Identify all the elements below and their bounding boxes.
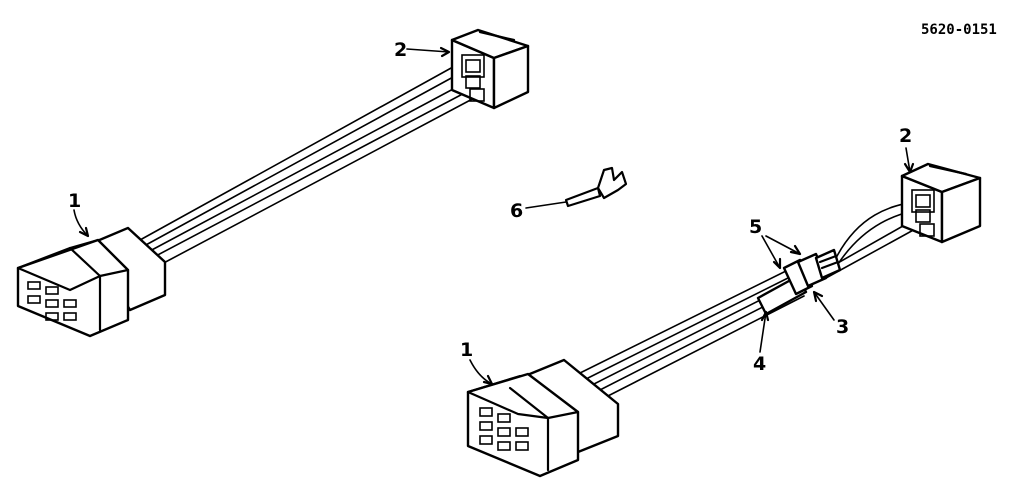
leader-a-2 bbox=[406, 48, 450, 53]
callout-b-3: 3 bbox=[836, 316, 849, 338]
leader-b-1 bbox=[469, 359, 493, 385]
leader-b-5a bbox=[761, 235, 781, 269]
leader-b-4 bbox=[759, 311, 767, 353]
harness-b-splice-sleeves bbox=[756, 248, 842, 316]
leader-b-2 bbox=[905, 147, 911, 173]
callout-b-6: 6 bbox=[510, 200, 523, 222]
leader-b-3 bbox=[813, 291, 835, 321]
harness-b: 1 2 3 4 5 bbox=[460, 125, 982, 478]
callout-b-5: 5 bbox=[749, 216, 762, 238]
callout-a-2: 2 bbox=[394, 39, 407, 61]
harness-a: 1 2 bbox=[16, 28, 530, 338]
harness-a-wires bbox=[139, 61, 479, 267]
harness-a-connector-2 bbox=[450, 28, 530, 110]
leader-b-5b bbox=[765, 235, 801, 255]
callout-b-4: 4 bbox=[753, 353, 766, 375]
callout-b-2: 2 bbox=[899, 125, 912, 147]
terminal-pin-6: 6 bbox=[510, 166, 628, 222]
reference-code: 5620-0151 bbox=[921, 22, 997, 38]
callout-b-1: 1 bbox=[460, 339, 473, 361]
harness-b-connector-1 bbox=[466, 358, 620, 478]
harness-b-connector-2 bbox=[900, 162, 982, 244]
leader-b-6 bbox=[525, 201, 567, 209]
harness-a-connector-1 bbox=[16, 226, 167, 338]
callout-a-1: 1 bbox=[68, 190, 81, 212]
